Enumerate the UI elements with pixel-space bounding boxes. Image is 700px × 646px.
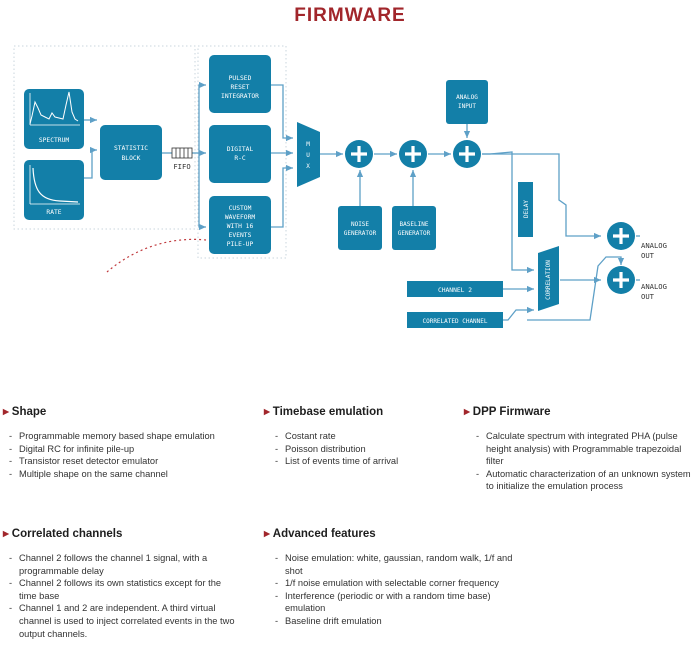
correlation-label: CORRELATION [545,260,552,300]
dpp-title: ▸DPP Firmware [464,406,551,418]
delay-block: DELAY [518,182,533,237]
analog-out-2-label-2: OUT [641,292,655,301]
noise-label-2: GENERATOR [344,230,377,237]
list-item: Automatic characterization of an unknown… [476,468,698,493]
page-title: FIRMWARE [294,5,406,26]
digital-rc-block: DIGITAL R-C [209,125,271,183]
list-item: 1/f noise emulation with selectable corn… [275,577,520,590]
analog-out-2-label-1: ANALOG [641,282,667,291]
delay-label: DELAY [523,200,530,218]
shape-title: ▸Shape [3,406,47,418]
list-item: Calculate spectrum with integrated PHA (… [476,430,698,468]
list-item: Channel 2 follows the channel 1 signal, … [9,552,239,577]
adder-3 [453,140,481,168]
channel-2-label: CHANNEL 2 [438,287,472,294]
digital-rc-label-2: R-C [234,155,246,162]
mux-block: M U X [297,122,320,187]
list-item: Digital RC for infinite pile-up [9,443,259,456]
analog-input-label-1: ANALOG [456,94,478,101]
correlated-title: ▸Correlated channels [3,528,123,540]
firmware-diagram: SPECTRUM RATE STATISTIC BLOCK FIFO PULSE… [13,45,667,328]
timebase-list: Costant rate Poisson distribution List o… [275,430,450,468]
channel-2-block: CHANNEL 2 [407,281,503,297]
list-item: Programmable memory based shape emulatio… [9,430,259,443]
shape-list: Programmable memory based shape emulatio… [9,430,259,480]
analog-input-block: ANALOG INPUT [446,80,488,124]
mux-label-u: U [306,152,310,159]
adder-4 [607,222,635,250]
baseline-label-2: GENERATOR [398,230,431,237]
list-item: Poisson distribution [275,443,450,456]
adder-5 [607,266,635,294]
pulsed-reset-integrator-block: PULSED RESET INTEGRATOR [209,55,271,113]
list-item: Multiple shape on the same channel [9,468,259,481]
list-item: Channel 1 and 2 are independent. A third… [9,602,239,640]
correlated-list: Channel 2 follows the channel 1 signal, … [9,552,239,640]
mux-label-m: M [306,141,310,148]
statistic-label-2: BLOCK [122,155,141,162]
statistic-label-1: STATISTIC [114,145,148,152]
rate-block: RATE [24,160,84,220]
custom-label-5: PILE-UP [227,241,254,248]
spectrum-label: SPECTRUM [39,137,70,144]
custom-label-3: WITH 16 [227,223,254,230]
list-item: List of events time of arrival [275,455,450,468]
analog-out-1-label-2: OUT [641,251,655,260]
pulsed-label-1: PULSED [229,75,252,82]
custom-label-2: WAVEFORM [225,214,256,221]
statistic-block: STATISTIC BLOCK [100,125,162,180]
noise-label-1: NOISE [351,221,369,228]
digital-rc-label-1: DIGITAL [227,146,254,153]
timebase-title: ▸Timebase emulation [264,406,384,418]
rate-label: RATE [46,209,61,216]
baseline-label-1: BASELINE [400,221,429,228]
fifo-buffer: FIFO [171,147,193,171]
analog-out-1-label-1: ANALOG [641,241,667,250]
advanced-list: Noise emulation: white, gaussian, random… [275,552,520,628]
adder-1 [345,140,373,168]
custom-waveform-block: CUSTOM WAVEFORM WITH 16 EVENTS PILE-UP [209,196,271,254]
list-item: Noise emulation: white, gaussian, random… [275,552,520,577]
correlation-block: CORRELATION [538,246,559,311]
custom-label-4: EVENTS [229,232,252,239]
analog-input-label-2: INPUT [458,103,476,110]
spectrum-block: SPECTRUM [24,89,84,149]
adder-2 [399,140,427,168]
dpp-list: Calculate spectrum with integrated PHA (… [476,430,698,493]
list-item: Transistor reset detector emulator [9,455,259,468]
pulsed-label-3: INTEGRATOR [221,93,259,100]
list-item: Interference (periodic or with a random … [275,590,520,615]
list-item: Baseline drift emulation [275,615,520,628]
baseline-generator-block: BASELINE GENERATOR [392,206,436,250]
correlated-channel-label: CORRELATED CHANNEL [422,318,487,325]
fifo-label: FIFO [173,162,190,171]
advanced-title: ▸Advanced features [264,528,376,540]
mux-label-x: X [306,163,310,170]
list-item: Costant rate [275,430,450,443]
pulsed-label-2: RESET [231,84,250,91]
custom-label-1: CUSTOM [229,205,252,212]
noise-generator-block: NOISE GENERATOR [338,206,382,250]
list-item: Channel 2 follows its own statistics exc… [9,577,239,602]
correlated-channel-block: CORRELATED CHANNEL [407,312,503,328]
